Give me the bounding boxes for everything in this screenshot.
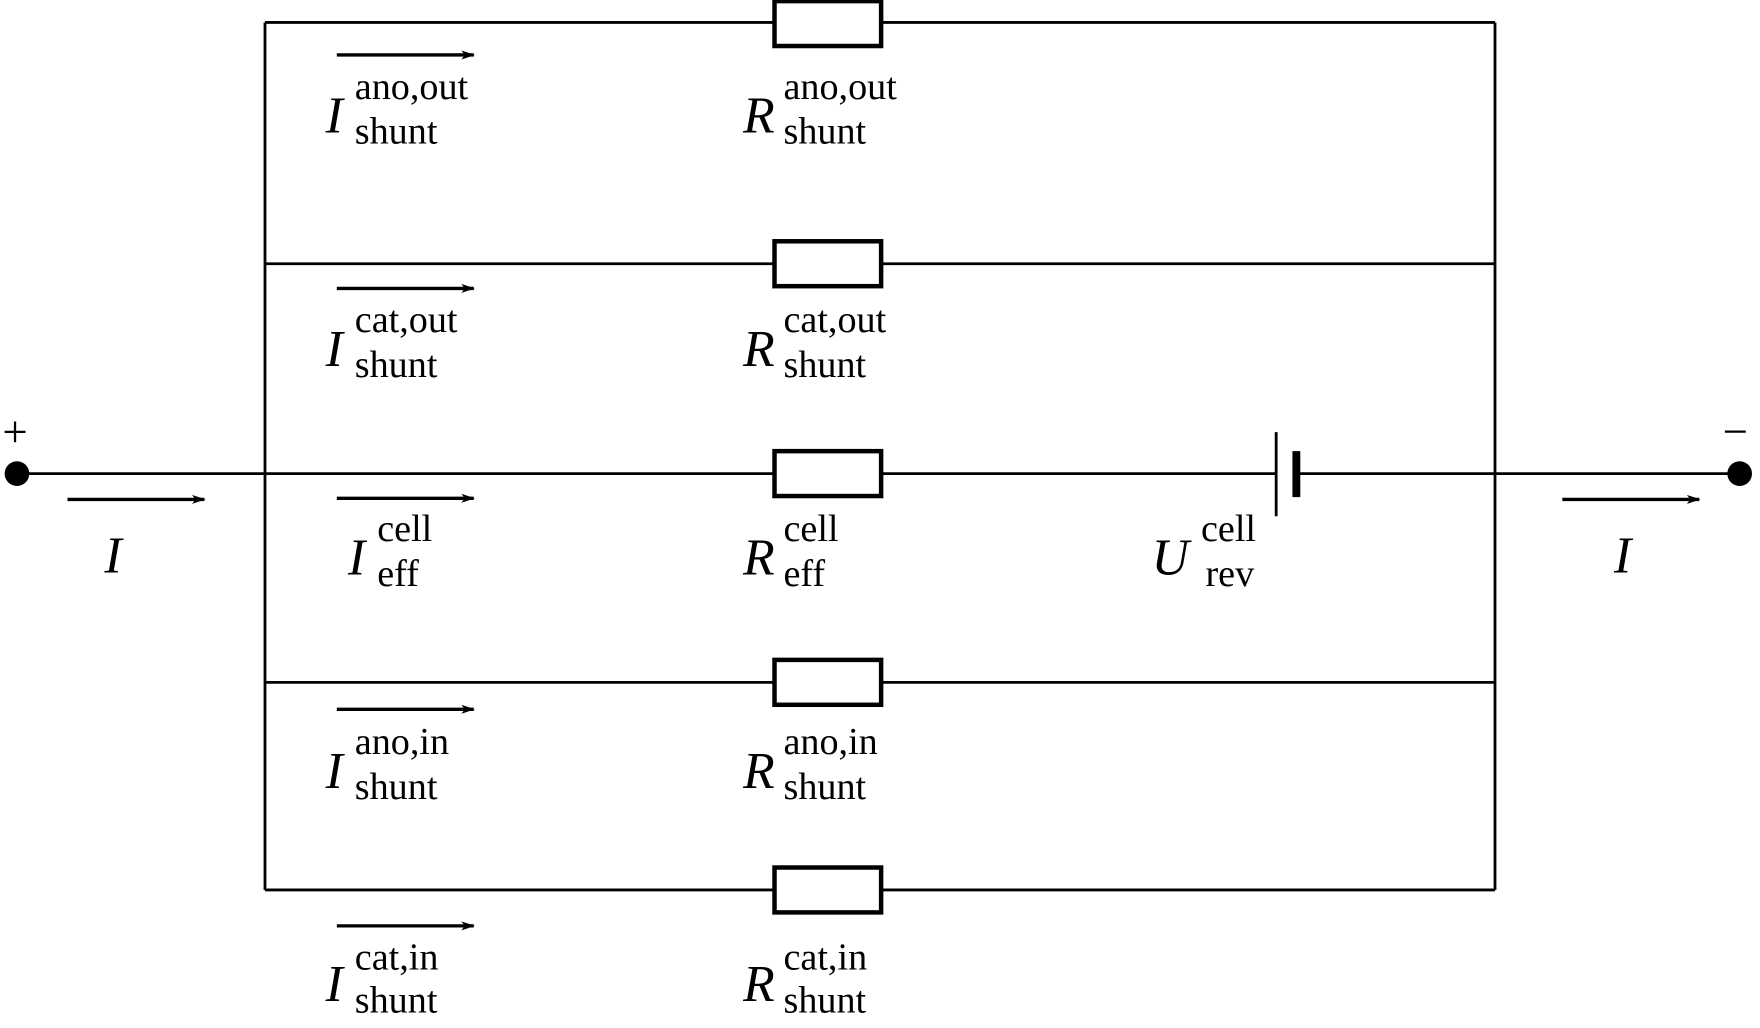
label-resistor-cat-out: R cat,out shunt	[742, 299, 887, 386]
svg-text:U: U	[1152, 530, 1193, 587]
label-current-cell-eff: I cell eff	[347, 508, 432, 595]
label-voltage-rev: U cell rev	[1152, 508, 1256, 595]
label-resistor-ano-in: R ano,in shunt	[742, 721, 878, 808]
arrows	[67, 50, 1701, 931]
svg-text:R: R	[742, 321, 775, 378]
label-resistor-cat-in: R cat,in shunt	[742, 937, 867, 1022]
svg-text:shunt: shunt	[355, 766, 438, 808]
svg-text:R: R	[742, 743, 775, 800]
svg-text:cell: cell	[783, 508, 838, 550]
svg-text:R: R	[742, 530, 775, 587]
svg-text:ano,out: ano,out	[355, 66, 469, 108]
label-current-cat-in: I cat,in shunt	[325, 937, 439, 1022]
svg-text:ano,out: ano,out	[783, 66, 897, 108]
minus-sign: −	[1723, 407, 1748, 457]
svg-text:I: I	[325, 321, 346, 378]
svg-text:R: R	[742, 87, 775, 144]
label-current-ano-in: I ano,in shunt	[325, 721, 449, 808]
svg-text:shunt: shunt	[355, 344, 438, 386]
minus-terminal	[1727, 461, 1753, 486]
svg-text:I: I	[325, 87, 346, 144]
label-resistor-ano-out: R ano,out shunt	[742, 66, 897, 153]
svg-text:ano,in: ano,in	[783, 721, 877, 763]
svg-text:cat,in: cat,in	[783, 937, 867, 979]
svg-text:eff: eff	[783, 553, 825, 595]
svg-text:shunt: shunt	[355, 979, 438, 1021]
resistor-ano-in	[772, 657, 884, 708]
resistor-cell-eff	[772, 448, 884, 499]
svg-text:rev: rev	[1205, 553, 1255, 595]
current-in-label: I	[104, 527, 125, 584]
svg-text:shunt: shunt	[355, 111, 438, 153]
plus-terminal	[4, 461, 30, 486]
svg-text:cell: cell	[1201, 508, 1256, 550]
svg-text:I: I	[347, 530, 368, 587]
svg-text:shunt: shunt	[783, 979, 866, 1021]
voltage-source	[1274, 432, 1301, 517]
svg-text:cat,out: cat,out	[355, 299, 458, 341]
svg-text:ano,in: ano,in	[355, 721, 449, 763]
svg-text:shunt: shunt	[783, 766, 866, 808]
svg-text:R: R	[742, 956, 775, 1013]
resistor-ano-out	[772, 0, 884, 49]
resistor-cat-in	[772, 865, 884, 915]
svg-text:I: I	[325, 743, 346, 800]
label-resistor-cell-eff: R cell eff	[742, 508, 838, 595]
label-current-cat-out: I cat,out shunt	[325, 299, 458, 386]
resistors	[772, 0, 884, 915]
svg-text:cat,in: cat,in	[355, 937, 439, 979]
svg-text:eff: eff	[377, 553, 419, 595]
svg-text:shunt: shunt	[783, 111, 866, 153]
resistor-cat-out	[772, 239, 884, 289]
label-current-ano-out: I ano,out shunt	[325, 66, 469, 153]
svg-text:cell: cell	[377, 508, 432, 550]
current-out-label: I	[1613, 527, 1634, 584]
svg-text:cat,out: cat,out	[783, 299, 886, 341]
svg-text:shunt: shunt	[783, 344, 866, 386]
plus-sign: +	[2, 407, 27, 457]
svg-text:I: I	[325, 956, 346, 1013]
